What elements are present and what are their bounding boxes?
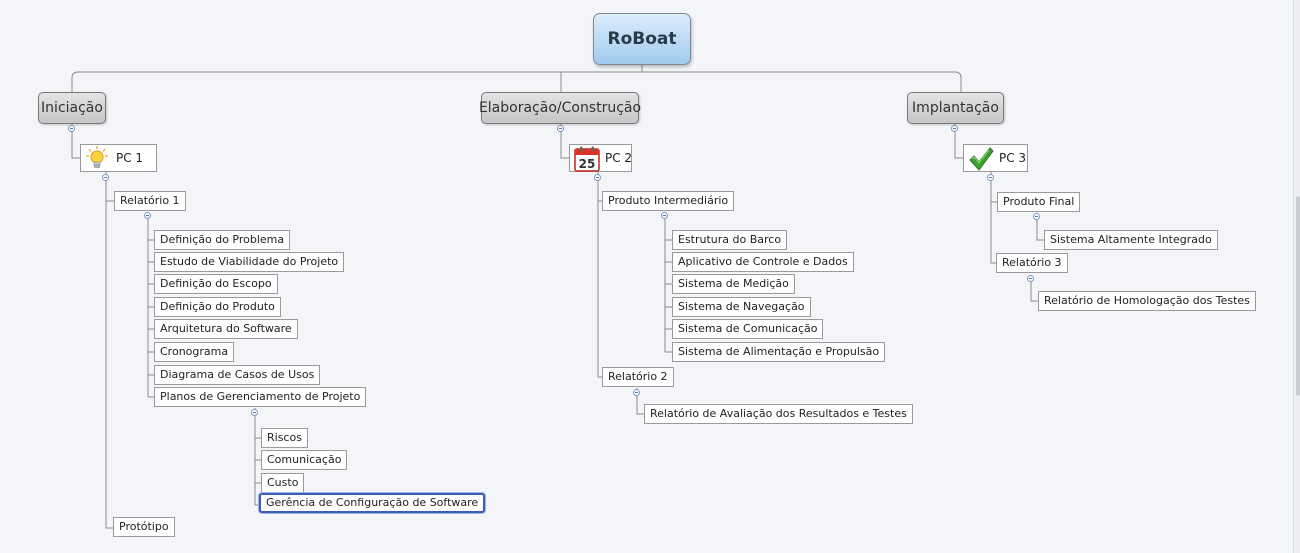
subtopic-pc2[interactable]: 25 PC 2	[569, 144, 632, 172]
node-relatorio-2[interactable]: Relatório 2	[602, 367, 674, 387]
node-sistema-navegacao[interactable]: Sistema de Navegação	[672, 297, 811, 317]
node-sistema-altamente-integrado[interactable]: Sistema Altamente Integrado	[1044, 230, 1218, 250]
node-custo[interactable]: Custo	[261, 473, 305, 493]
collapse-toggle-elaboracao[interactable]	[557, 125, 564, 132]
topic-elaboracao-construcao[interactable]: Elaboração/Construção	[479, 92, 641, 124]
vertical-scrollbar[interactable]	[1293, 0, 1300, 553]
node-definicao-escopo[interactable]: Definição do Escopo	[154, 274, 278, 294]
node-relatorio-avaliacao[interactable]: Relatório de Avaliação dos Resultados e …	[644, 404, 913, 424]
node-comunicacao[interactable]: Comunicação	[261, 450, 348, 470]
collapse-toggle-implantacao[interactable]	[951, 125, 958, 132]
node-cronograma[interactable]: Cronograma	[154, 342, 235, 362]
node-definicao-produto[interactable]: Definição do Produto	[154, 297, 281, 317]
node-sistema-medicao[interactable]: Sistema de Medição	[672, 274, 795, 294]
node-estrutura-barco[interactable]: Estrutura do Barco	[672, 230, 788, 250]
pc3-label: PC 3	[999, 151, 1027, 165]
collapse-toggle-pc3[interactable]	[987, 174, 994, 181]
node-aplicativo-controle[interactable]: Aplicativo de Controle e Dados	[672, 252, 854, 272]
collapse-toggle-planos[interactable]	[251, 409, 258, 416]
node-prototipo[interactable]: Protótipo	[113, 517, 175, 537]
calendar-day: 25	[579, 157, 596, 171]
node-estudo-viabilidade[interactable]: Estudo de Viabilidade do Projeto	[154, 252, 345, 272]
lightbulb-icon	[85, 146, 109, 170]
calendar-icon: 25	[574, 146, 600, 172]
scrollbar-thumb[interactable]	[1296, 196, 1300, 396]
node-arquitetura-software[interactable]: Arquitetura do Software	[154, 319, 298, 339]
subtopic-pc3[interactable]: PC 3	[963, 144, 1028, 172]
collapse-toggle-pc2[interactable]	[594, 174, 601, 181]
collapse-toggle-iniciacao[interactable]	[68, 125, 75, 132]
collapse-toggle-produto-intermediario[interactable]	[661, 212, 668, 219]
topic-iniciacao[interactable]: Iniciação	[38, 92, 106, 124]
node-gerencia-configuracao-selected[interactable]: Gerência de Configuração de Software	[259, 493, 486, 513]
collapse-toggle-produto-final[interactable]	[1033, 213, 1040, 220]
topic-implantacao[interactable]: Implantação	[907, 92, 1004, 124]
node-planos-gerenciamento[interactable]: Planos de Gerenciamento de Projeto	[154, 387, 367, 407]
collapse-toggle-pc1[interactable]	[102, 174, 109, 181]
node-relatorio-homologacao[interactable]: Relatório de Homologação dos Testes	[1038, 291, 1256, 311]
subtopic-pc1[interactable]: PC 1	[80, 144, 157, 172]
collapse-toggle-relatorio-2[interactable]	[633, 389, 640, 396]
node-diagrama-casos-usos[interactable]: Diagrama de Casos de Usos	[154, 365, 321, 385]
pc2-label: PC 2	[605, 151, 633, 165]
node-sistema-alimentacao[interactable]: Sistema de Alimentação e Propulsão	[672, 342, 886, 362]
collapse-toggle-relatorio-3[interactable]	[1027, 275, 1034, 282]
checkmark-icon	[968, 146, 994, 171]
node-sistema-comunicacao[interactable]: Sistema de Comunicação	[672, 319, 824, 339]
node-riscos[interactable]: Riscos	[261, 428, 308, 448]
collapse-toggle-relatorio-1[interactable]	[144, 212, 151, 219]
node-relatorio-3[interactable]: Relatório 3	[996, 253, 1068, 273]
node-produto-intermediario[interactable]: Produto Intermediário	[602, 191, 735, 211]
root-topic[interactable]: RoBoat	[593, 13, 691, 65]
node-definicao-problema[interactable]: Definição do Problema	[154, 230, 291, 250]
node-produto-final[interactable]: Produto Final	[997, 192, 1081, 212]
node-relatorio-1[interactable]: Relatório 1	[114, 191, 186, 211]
pc1-label: PC 1	[116, 151, 144, 165]
